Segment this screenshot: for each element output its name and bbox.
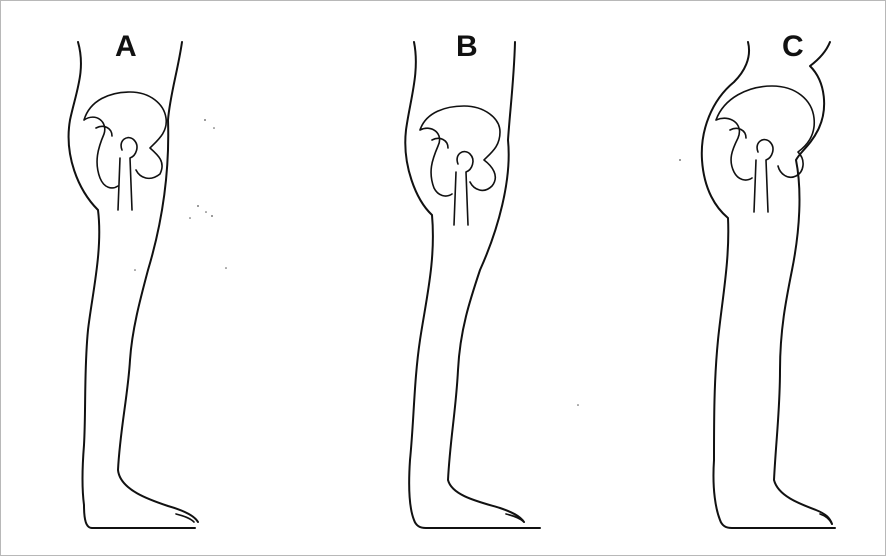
leg-figure-c xyxy=(577,42,835,528)
femur-a xyxy=(118,138,137,210)
dust-specks-a xyxy=(134,119,227,271)
leg-figure-b xyxy=(405,42,540,528)
figure-label-a: A xyxy=(115,32,137,62)
leg-outline-b-back xyxy=(405,42,540,528)
femur-c xyxy=(754,140,773,212)
leg-outline-c-back xyxy=(702,42,835,528)
leg-outline-b-front xyxy=(448,42,524,522)
pelvis-c xyxy=(716,86,814,180)
leg-outline-a-front xyxy=(118,42,198,522)
leg-outline-a-back xyxy=(69,42,195,528)
pelvis-a xyxy=(84,92,166,188)
dust-specks-c xyxy=(577,159,681,406)
femur-b xyxy=(454,152,473,225)
figure-label-c: C xyxy=(782,32,804,62)
figure-label-b: B xyxy=(456,32,478,62)
leg-outline-c-front xyxy=(774,42,832,524)
pelvis-b xyxy=(420,106,500,196)
leg-figure-a xyxy=(69,42,227,528)
